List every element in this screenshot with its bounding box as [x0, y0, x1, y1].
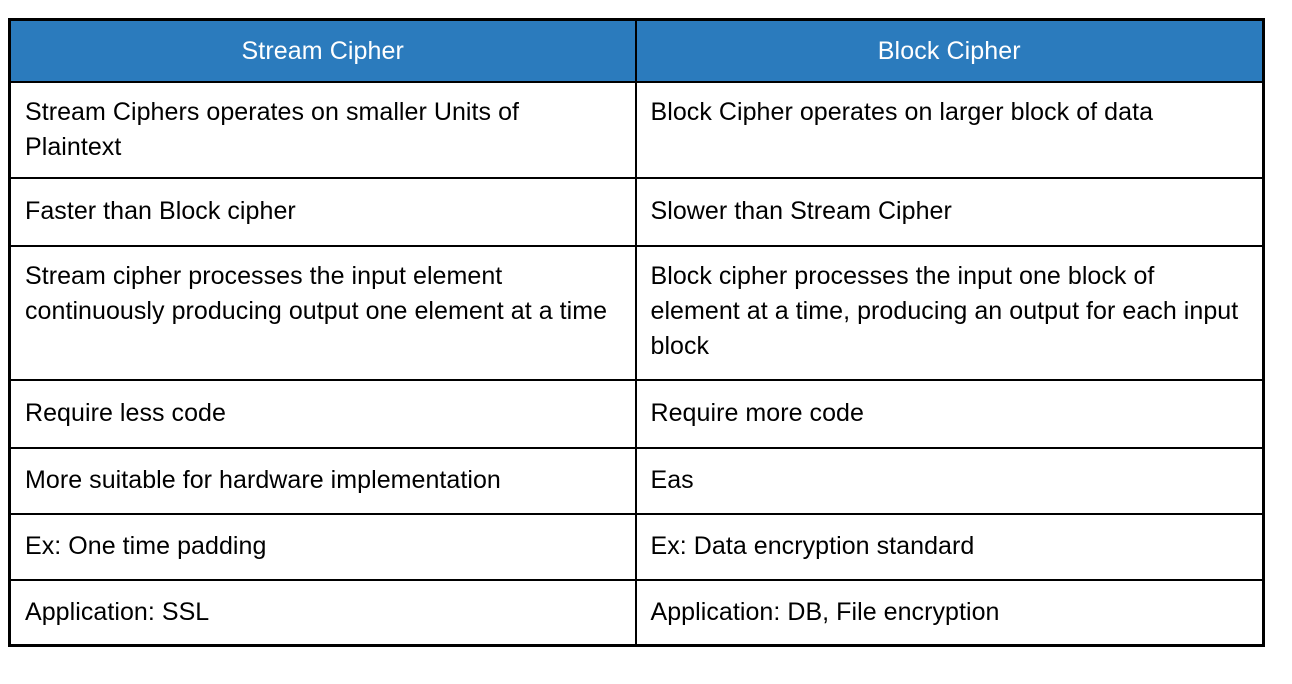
table-row: More suitable for hardware implementatio… [8, 446, 1265, 515]
cell-block-5: Eas [634, 446, 1265, 515]
cell-stream-2: Faster than Block cipher [8, 176, 637, 247]
cell-block-7: Application: DB, File encryption [634, 578, 1265, 647]
cell-stream-4: Require less code [8, 378, 637, 449]
table-header: Stream Cipher Block Cipher [8, 18, 1265, 83]
table-body: Stream Ciphers operates on smaller Units… [8, 80, 1265, 647]
table-row: Faster than Block cipher Slower than Str… [8, 176, 1265, 247]
column-header-block-cipher: Block Cipher [634, 18, 1265, 83]
table-header-row: Stream Cipher Block Cipher [8, 18, 1265, 83]
table-row: Ex: One time padding Ex: Data encryption… [8, 512, 1265, 581]
comparison-table-container: Stream Cipher Block Cipher Stream Cipher… [8, 18, 1265, 647]
cell-block-6: Ex: Data encryption standard [634, 512, 1265, 581]
cell-stream-1: Stream Ciphers operates on smaller Units… [8, 80, 637, 179]
cell-stream-5: More suitable for hardware implementatio… [8, 446, 637, 515]
table-row: Stream cipher processes the input elemen… [8, 244, 1265, 381]
cell-stream-3: Stream cipher processes the input elemen… [8, 244, 637, 381]
table-row: Require less code Require more code [8, 378, 1265, 449]
table-row: Stream Ciphers operates on smaller Units… [8, 80, 1265, 179]
cell-block-2: Slower than Stream Cipher [634, 176, 1265, 247]
cell-block-4: Require more code [634, 378, 1265, 449]
cell-block-3: Block cipher processes the input one blo… [634, 244, 1265, 381]
cell-stream-6: Ex: One time padding [8, 512, 637, 581]
table-row: Application: SSL Application: DB, File e… [8, 578, 1265, 647]
cell-stream-7: Application: SSL [8, 578, 637, 647]
stream-vs-block-cipher-table: Stream Cipher Block Cipher Stream Cipher… [8, 18, 1265, 647]
cell-block-1: Block Cipher operates on larger block of… [634, 80, 1265, 179]
column-header-stream-cipher: Stream Cipher [8, 18, 637, 83]
